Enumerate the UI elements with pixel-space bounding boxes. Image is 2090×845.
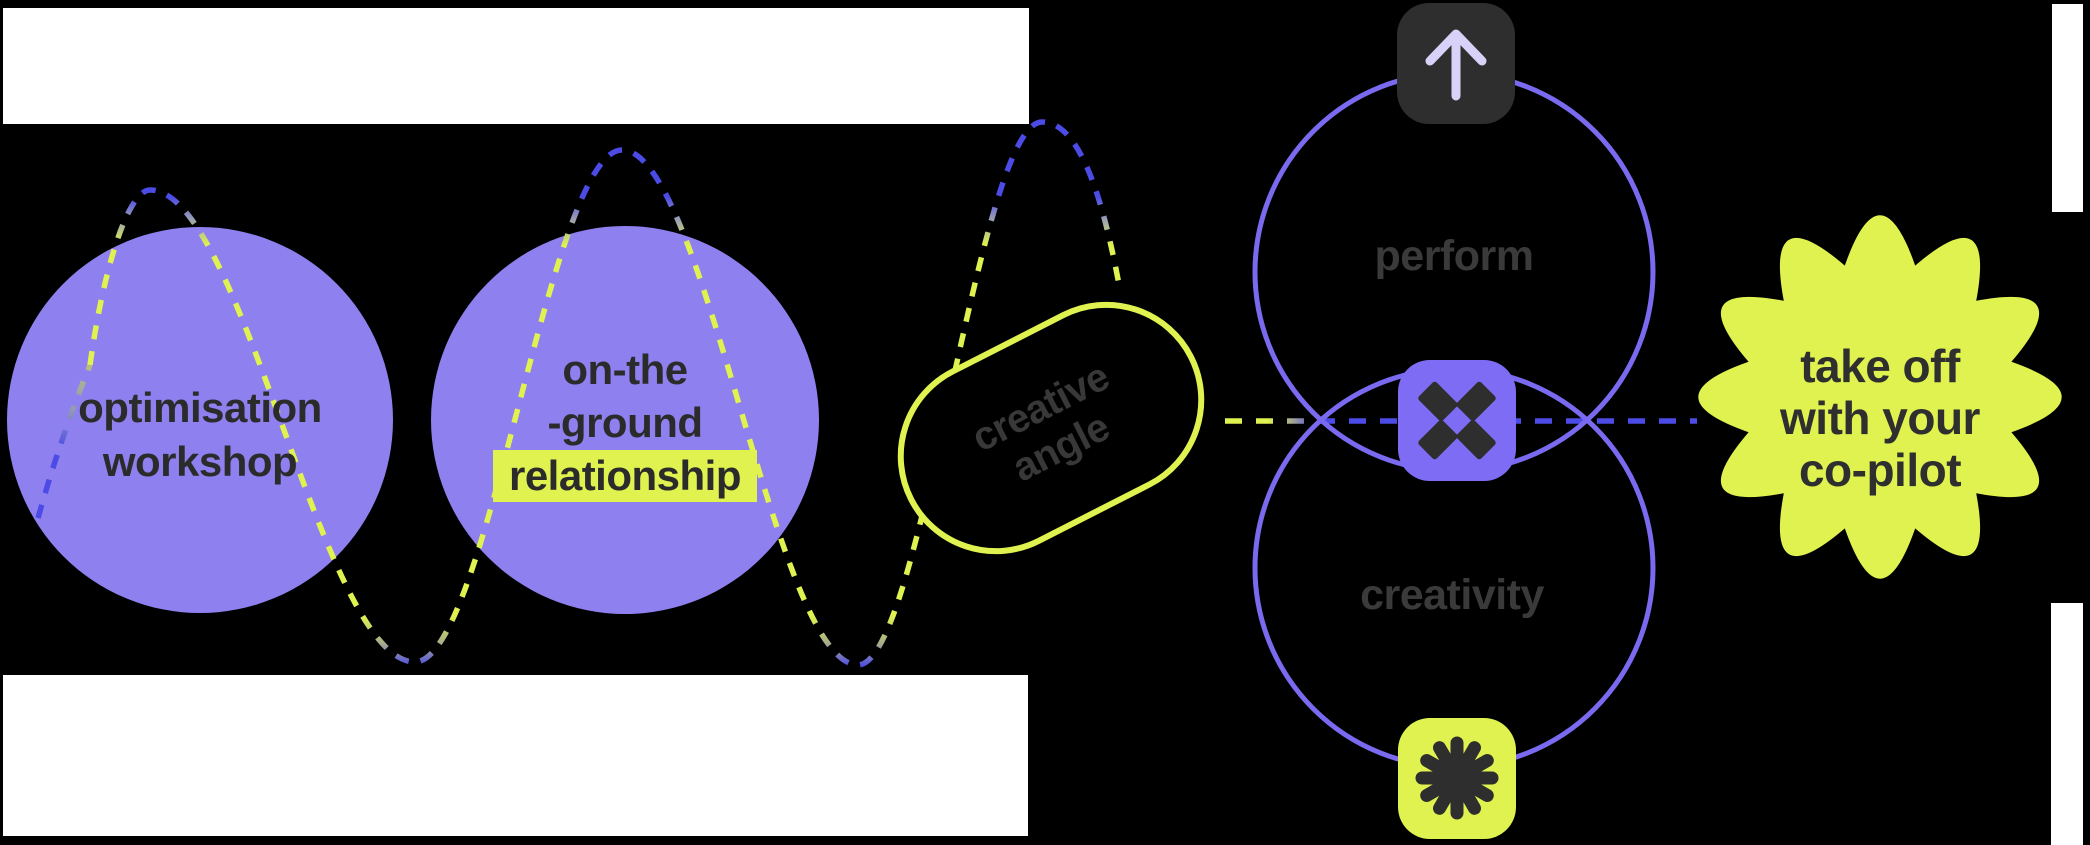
creative-angle-label: creative angle	[965, 354, 1137, 501]
circle-on-the-ground-relationship	[431, 226, 819, 614]
white-panel-top-left	[3, 8, 1029, 124]
label-line: co-pilot	[1798, 444, 1962, 496]
white-bar-bottom-right	[2051, 603, 2083, 845]
optimisation-workshop-label: optimisation workshop	[30, 381, 370, 489]
arrow-up-icon	[1425, 29, 1487, 101]
label-line: -ground	[547, 399, 703, 446]
intersection-icon-tile	[1398, 360, 1516, 481]
creativity-icon-tile	[1398, 718, 1516, 839]
relationship-highlight: relationship	[492, 450, 758, 502]
label-line: with your	[1780, 392, 1980, 444]
dashed-wave-line	[87, 119, 1123, 668]
perform-label: perform	[1374, 232, 1534, 280]
label-line: optimisation	[78, 384, 322, 431]
label-line: take off	[1800, 340, 1960, 392]
takeoff-badge-label: take off with your co-pilot	[1720, 340, 2040, 496]
takeoff-badge	[1698, 215, 2062, 579]
white-panel-bottom-left	[3, 675, 1028, 836]
on-the-ground-relationship-label: on-the -ground relationship	[455, 343, 795, 502]
perform-icon-tile	[1397, 3, 1515, 124]
highlighted-label-line: relationship	[455, 449, 795, 502]
x-mark-icon	[1418, 381, 1496, 460]
white-bar-top-right	[2052, 4, 2083, 212]
creativity-label: creativity	[1360, 571, 1544, 619]
starburst-shape	[1698, 215, 2062, 579]
wave-tail-dashes	[35, 363, 93, 519]
label-line: workshop	[102, 438, 298, 485]
label-line: on-the	[562, 346, 688, 393]
flower-burst-icon	[1415, 736, 1499, 820]
